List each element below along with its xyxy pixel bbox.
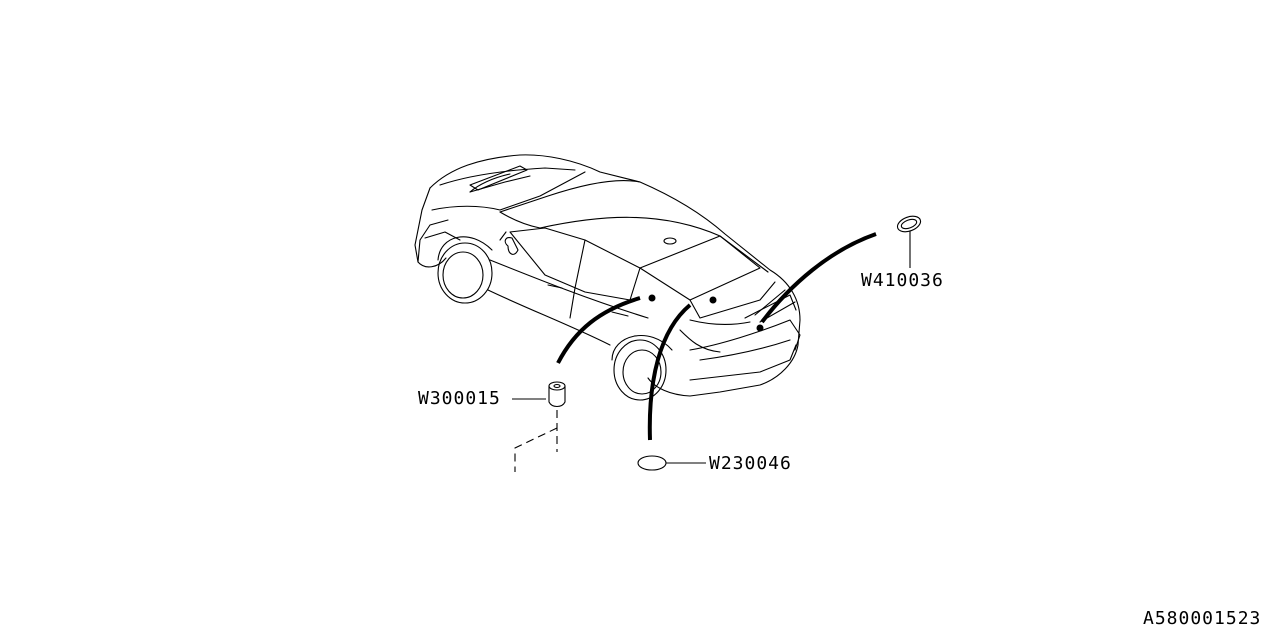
vehicle-illustration (414, 154, 801, 401)
leader-curves (556, 232, 877, 441)
grommet-w410036-icon (896, 215, 922, 268)
part-label-w410036[interactable]: W410036 (861, 270, 944, 291)
harness-points (648, 294, 764, 332)
part-label-w300015[interactable]: W300015 (418, 388, 501, 409)
plug-w230046-icon (637, 455, 706, 471)
dashed-mount-line (514, 410, 558, 472)
nut-w300015-icon (512, 381, 566, 408)
diagram-id: A580001523 (1143, 608, 1262, 629)
part-label-w230046[interactable]: W230046 (709, 453, 792, 474)
